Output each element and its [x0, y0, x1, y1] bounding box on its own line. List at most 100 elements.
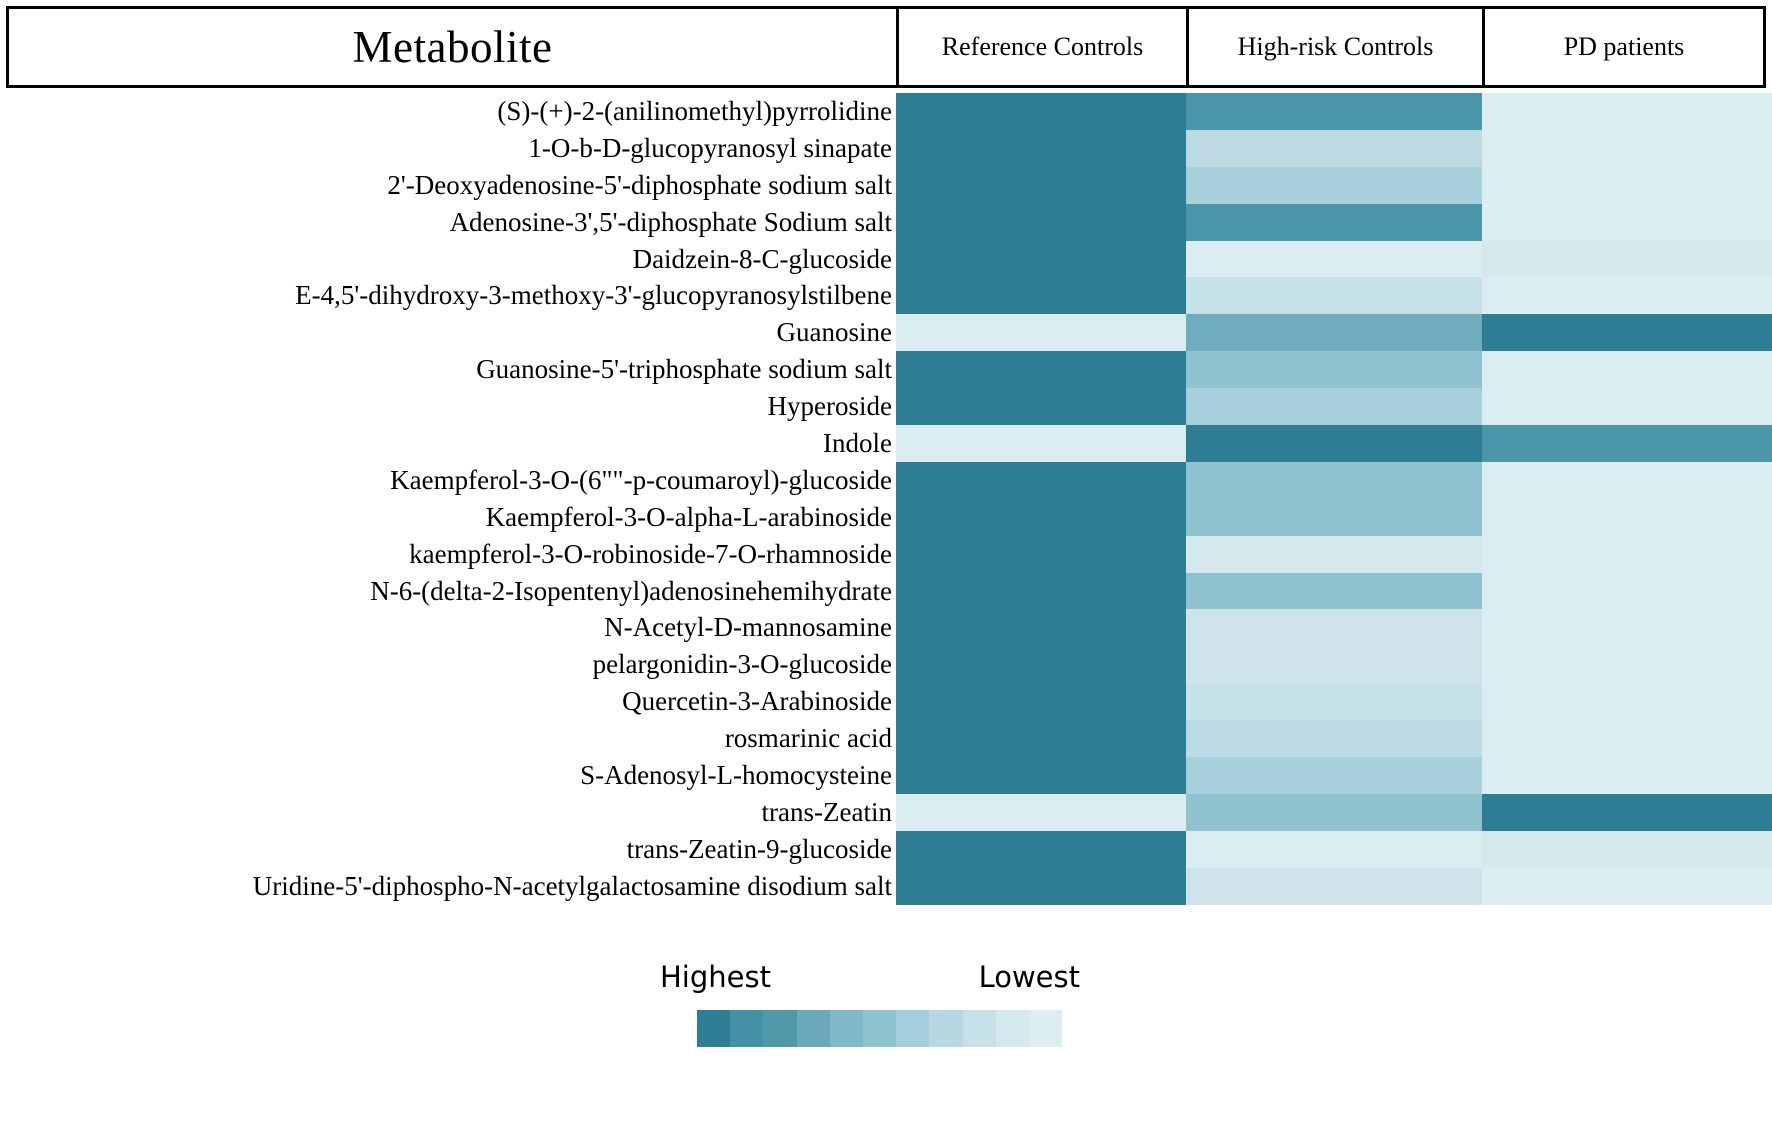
heatmap-cell-pd-patients	[1482, 646, 1772, 684]
heatmap-cell-pd-patients	[1482, 720, 1772, 758]
heatmap-row: N-Acetyl-D-mannosamine	[0, 609, 1772, 647]
heatmap-cell-reference-controls	[896, 240, 1186, 278]
heatmap-cell-pd-patients	[1482, 498, 1772, 536]
heatmap-cell-high-risk-controls	[1186, 388, 1482, 426]
header-pd-patients: PD patients	[1485, 9, 1763, 85]
heatmap-row: Kaempferol-3-O-alpha-L-arabinoside	[0, 498, 1772, 536]
colorbar-swatch	[730, 1010, 764, 1047]
heatmap-cell-reference-controls	[896, 461, 1186, 499]
heatmap-cell-high-risk-controls	[1186, 425, 1482, 462]
colorbar-swatch	[929, 1010, 963, 1047]
heatmap-cell-pd-patients	[1482, 461, 1772, 499]
heatmap-cell-reference-controls	[896, 129, 1186, 167]
heatmap-cell-high-risk-controls	[1186, 240, 1482, 278]
heatmap-cell-reference-controls	[896, 498, 1186, 536]
metabolite-label: S-Adenosyl-L-homocysteine	[580, 759, 892, 790]
colorbar-swatch	[796, 1010, 830, 1047]
heatmap-cell-high-risk-controls	[1186, 535, 1482, 573]
colorbar-swatch	[829, 1010, 863, 1047]
heatmap-cell-reference-controls	[896, 166, 1186, 204]
heatmap-cell-reference-controls	[896, 572, 1186, 610]
colorbar-labels: Highest Lowest	[660, 960, 1080, 994]
heatmap-cell-pd-patients	[1482, 867, 1772, 905]
heatmap-cell-reference-controls	[896, 388, 1186, 426]
heatmap-cell-high-risk-controls	[1186, 129, 1482, 167]
heatmap-cell-high-risk-controls	[1186, 93, 1482, 130]
heatmap-cell-high-risk-controls	[1186, 203, 1482, 241]
colorbar-swatch	[896, 1010, 930, 1047]
heatmap-cell-reference-controls	[896, 720, 1186, 758]
heatmap-cell-pd-patients	[1482, 314, 1772, 352]
metabolite-label: Quercetin-3-Arabinoside	[622, 686, 892, 717]
heatmap-row: Kaempferol-3-O-(6""-p-coumaroyl)-glucosi…	[0, 461, 1772, 499]
metabolite-label: Adenosine-3',5'-diphosphate Sodium salt	[449, 206, 892, 237]
heatmap-cell-reference-controls	[896, 757, 1186, 794]
heatmap-row: Guanosine	[0, 314, 1772, 352]
heatmap-cell-reference-controls	[896, 830, 1186, 868]
heatmap-cell-reference-controls	[896, 93, 1186, 130]
heatmap-row: trans-Zeatin-9-glucoside	[0, 830, 1772, 868]
metabolite-label: rosmarinic acid	[724, 723, 892, 754]
heatmap-cell-reference-controls	[896, 203, 1186, 241]
metabolite-label: Guanosine	[776, 317, 892, 348]
metabolite-label: Kaempferol-3-O-alpha-L-arabinoside	[485, 501, 892, 532]
metabolite-label: Kaempferol-3-O-(6""-p-coumaroyl)-glucosi…	[390, 464, 892, 495]
colorbar-lowest-label: Lowest	[978, 960, 1080, 994]
heatmap-cell-pd-patients	[1482, 793, 1772, 831]
heatmap-cell-pd-patients	[1482, 830, 1772, 868]
heatmap-cell-reference-controls	[896, 351, 1186, 389]
heatmap-cell-pd-patients	[1482, 388, 1772, 426]
header-metabolite: Metabolite	[9, 9, 899, 85]
heatmap-cell-reference-controls	[896, 683, 1186, 721]
colorbar-swatch	[763, 1010, 797, 1047]
heatmap-cell-high-risk-controls	[1186, 720, 1482, 758]
heatmap-row: 2'-Deoxyadenosine-5'-diphosphate sodium …	[0, 166, 1772, 204]
heatmap-cell-pd-patients	[1482, 757, 1772, 794]
metabolite-label: N-6-(delta-2-Isopentenyl)adenosinehemihy…	[370, 575, 892, 606]
heatmap-cell-pd-patients	[1482, 93, 1772, 130]
metabolite-label: trans-Zeatin	[761, 796, 892, 827]
heatmap-row: Quercetin-3-Arabinoside	[0, 683, 1772, 721]
heatmap-row: pelargonidin-3-O-glucoside	[0, 646, 1772, 684]
heatmap-cell-high-risk-controls	[1186, 683, 1482, 721]
heatmap-cell-high-risk-controls	[1186, 830, 1482, 868]
heatmap-cell-pd-patients	[1482, 683, 1772, 721]
metabolite-label: Uridine-5'-diphospho-N-acetylgalactosami…	[252, 870, 892, 901]
heatmap-cell-pd-patients	[1482, 240, 1772, 278]
heatmap-cell-high-risk-controls	[1186, 277, 1482, 315]
colorbar-swatch	[962, 1010, 996, 1047]
heatmap-cell-pd-patients	[1482, 277, 1772, 315]
metabolite-label: trans-Zeatin-9-glucoside	[626, 833, 892, 864]
heatmap-cell-high-risk-controls	[1186, 351, 1482, 389]
heatmap-cell-high-risk-controls	[1186, 793, 1482, 831]
heatmap-cell-pd-patients	[1482, 535, 1772, 573]
header-reference-controls: Reference Controls	[899, 9, 1189, 85]
heatmap-row: Hyperoside	[0, 388, 1772, 426]
heatmap-cell-high-risk-controls	[1186, 757, 1482, 794]
metabolite-label: Hyperoside	[767, 391, 892, 422]
heatmap-cell-reference-controls	[896, 314, 1186, 352]
colorbar-gradient	[697, 1010, 1063, 1047]
metabolite-label: kaempferol-3-O-robinoside-7-O-rhamnoside	[409, 538, 892, 569]
heatmap-cell-high-risk-controls	[1186, 498, 1482, 536]
heatmap-cell-high-risk-controls	[1186, 646, 1482, 684]
heatmap-cell-pd-patients	[1482, 351, 1772, 389]
colorbar-swatch	[697, 1010, 731, 1047]
heatmap-row: Daidzein-8-C-glucoside	[0, 240, 1772, 278]
heatmap-row: Indole	[0, 425, 1772, 462]
colorbar-legend: Highest Lowest	[0, 915, 1772, 1129]
metabolite-label: Daidzein-8-C-glucoside	[632, 243, 892, 274]
heatmap-cell-reference-controls	[896, 277, 1186, 315]
metabolite-label: (S)-(+)-2-(anilinomethyl)pyrrolidine	[497, 95, 892, 126]
heatmap-cell-pd-patients	[1482, 129, 1772, 167]
heatmap-row: E-4,5'-dihydroxy-3-methoxy-3'-glucopyran…	[0, 277, 1772, 315]
heatmap-cell-reference-controls	[896, 646, 1186, 684]
heatmap-row: Guanosine-5'-triphosphate sodium salt	[0, 351, 1772, 389]
heatmap-row: kaempferol-3-O-robinoside-7-O-rhamnoside	[0, 535, 1772, 573]
heatmap-row: trans-Zeatin	[0, 793, 1772, 831]
heatmap-row: 1-O-b-D-glucopyranosyl sinapate	[0, 129, 1772, 167]
heatmap-row: S-Adenosyl-L-homocysteine	[0, 757, 1772, 794]
header-high-risk-controls: High-risk Controls	[1189, 9, 1485, 85]
colorbar-swatch	[862, 1010, 897, 1047]
